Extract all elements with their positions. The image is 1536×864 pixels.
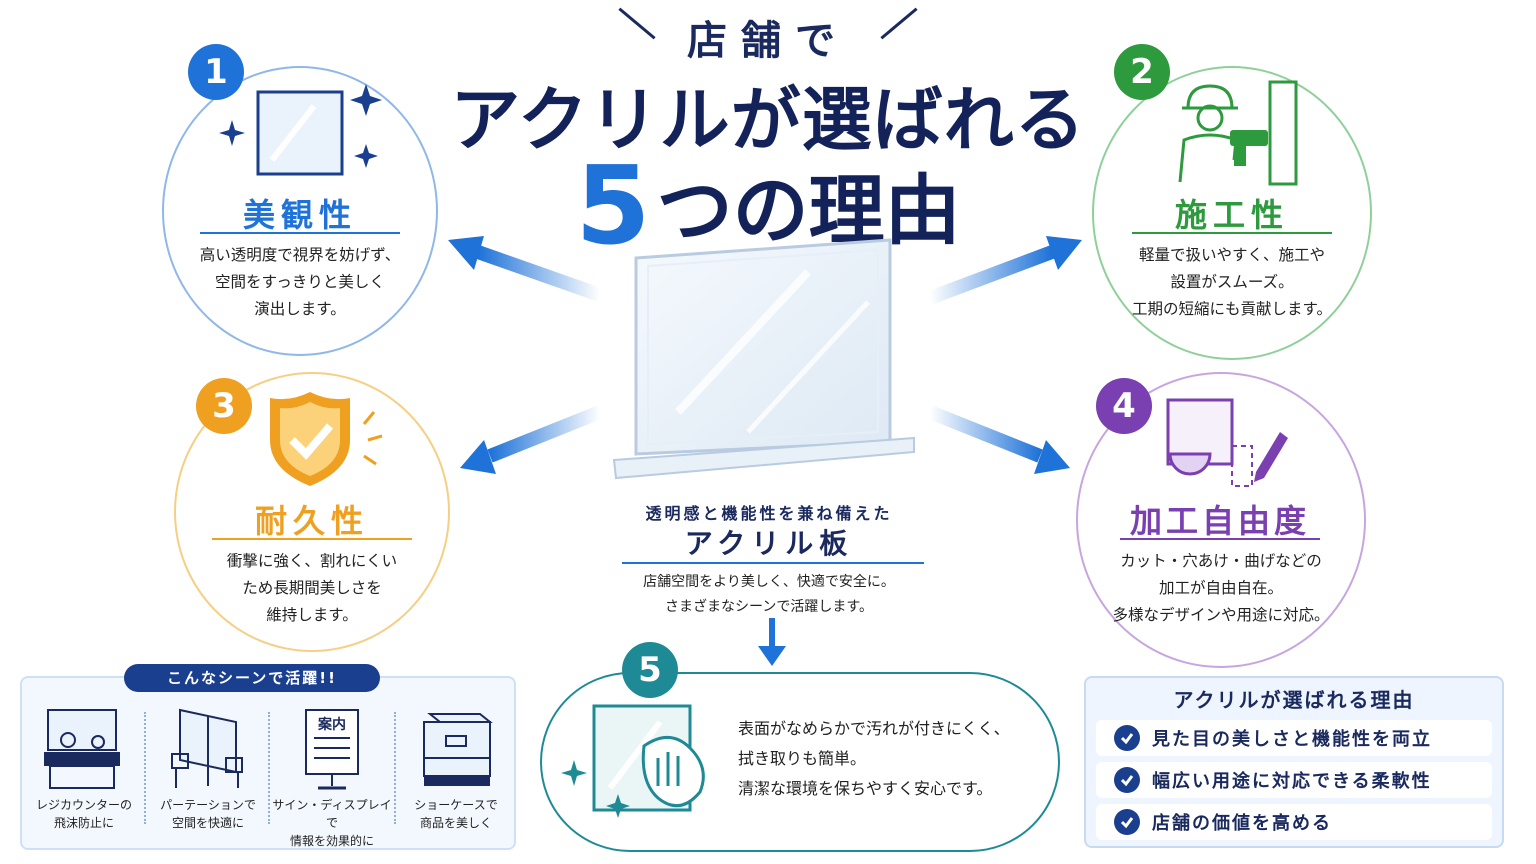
- center-text: 店舗空間をより美しく、快適で安全に。 さまざまなシーンで活躍します。: [643, 574, 895, 615]
- clear-panel-sparkle-icon: [219, 84, 382, 176]
- reason-5-badge: 5: [622, 642, 678, 698]
- scene-2-text: パーテーションで 空間を快適に: [160, 798, 256, 830]
- center-divider: [622, 562, 924, 564]
- arrow-to-reason-3: [460, 405, 603, 474]
- showcase-icon: [423, 713, 493, 786]
- center-subtitle: 透明感と機能性を兼ね備えた: [645, 504, 893, 523]
- reason-1-badge: 1: [188, 44, 244, 100]
- reason-3-title: 耐久性: [254, 502, 369, 540]
- header-title: アクリルが選ばれる: [450, 79, 1086, 161]
- cut-pen-icon: [1166, 398, 1288, 487]
- scenes-tag: こんなシーンで活躍!!: [124, 664, 380, 692]
- acrylic-stand-illustration: [612, 238, 915, 480]
- check-icon: [1114, 809, 1140, 835]
- scene-partition: パーテーションで 空間を快適に: [146, 700, 270, 846]
- reason-1-divider: [200, 232, 400, 234]
- count-suffix: つの理由: [656, 166, 961, 255]
- reason-1-text: 高い透明度で視界を妨げず、 空間をすっきりと美しく 演出します。: [199, 246, 401, 318]
- arrow-to-reason-2: [927, 236, 1082, 305]
- center-title: アクリル板: [684, 527, 854, 560]
- arrow-to-reason-4: [927, 405, 1070, 474]
- scene-3-text: サイン・ディスプレイで 情報を効果的に: [272, 798, 392, 848]
- sign-label: 案内: [318, 717, 346, 733]
- arrow-to-reason-1: [448, 236, 603, 302]
- reason-4-text: カット・穴あけ・曲げなどの 加工が自由自在。 多様なデザインや用途に対応。: [1112, 552, 1330, 624]
- shield-check-icon: [270, 392, 383, 486]
- scene-4-text: ショーケースで 商品を美しく: [414, 798, 498, 830]
- reason-1-title: 美観性: [242, 196, 357, 234]
- reason-5-text: 表面がなめらかで汚れが付きにくく、 拭き取りも簡単。 清潔な環境を保ちやすく安心…: [738, 719, 1010, 798]
- scene-register-counter: レジカウンターの 飛沫防止に: [22, 700, 146, 846]
- scene-1-text: レジカウンターの 飛沫防止に: [35, 798, 132, 830]
- check-icon: [1114, 767, 1140, 793]
- scene-showcase: ショーケースで 商品を美しく: [394, 700, 518, 846]
- reason-3-badge: 3: [196, 378, 252, 434]
- check-icon: [1114, 725, 1140, 751]
- header-count: 5つの理由: [560, 144, 976, 269]
- reason-3-text: 衝撃に強く、割れにくい ため長期間美しさを 維持します。: [226, 552, 398, 624]
- partition-icon: [171, 708, 243, 788]
- reason-2-title: 施工性: [1174, 196, 1289, 234]
- register-counter-icon: [44, 709, 120, 789]
- scene-separator: [144, 712, 146, 824]
- scene-separator: [268, 712, 270, 824]
- reason-2-badge: 2: [1114, 44, 1170, 100]
- scene-sign-display: 案内 サイン・ディスプレイで 情報を効果的に: [270, 700, 394, 848]
- scene-separator: [394, 712, 396, 824]
- reason-3-divider: [212, 538, 412, 540]
- sign-display-icon: [305, 709, 359, 790]
- summary-item: 店舗の価値を高める: [1096, 804, 1492, 840]
- reason-2-text: 軽量で扱いやすく、施工や 設置がスムーズ。 工期の短縮にも貢献します。: [1132, 246, 1332, 318]
- count-number: 5: [575, 144, 651, 269]
- header-subtitle: 店舗で: [618, 7, 918, 66]
- reason-2-card: [1092, 66, 1372, 360]
- summary-title: アクリルが選ばれる理由: [1173, 688, 1415, 712]
- summary-item: 幅広い用途に対応できる柔軟性: [1096, 762, 1492, 798]
- reason-2-divider: [1132, 232, 1332, 234]
- summary-item: 見た目の美しさと機能性を両立: [1096, 720, 1492, 756]
- reason-4-divider: [1120, 538, 1320, 540]
- reason-4-title: 加工自由度: [1129, 502, 1310, 540]
- wipe-cloth-icon: [561, 704, 705, 818]
- arrow-to-reason-5: [758, 618, 786, 666]
- worker-drill-icon: [1178, 80, 1298, 186]
- reason-4-badge: 4: [1096, 378, 1152, 434]
